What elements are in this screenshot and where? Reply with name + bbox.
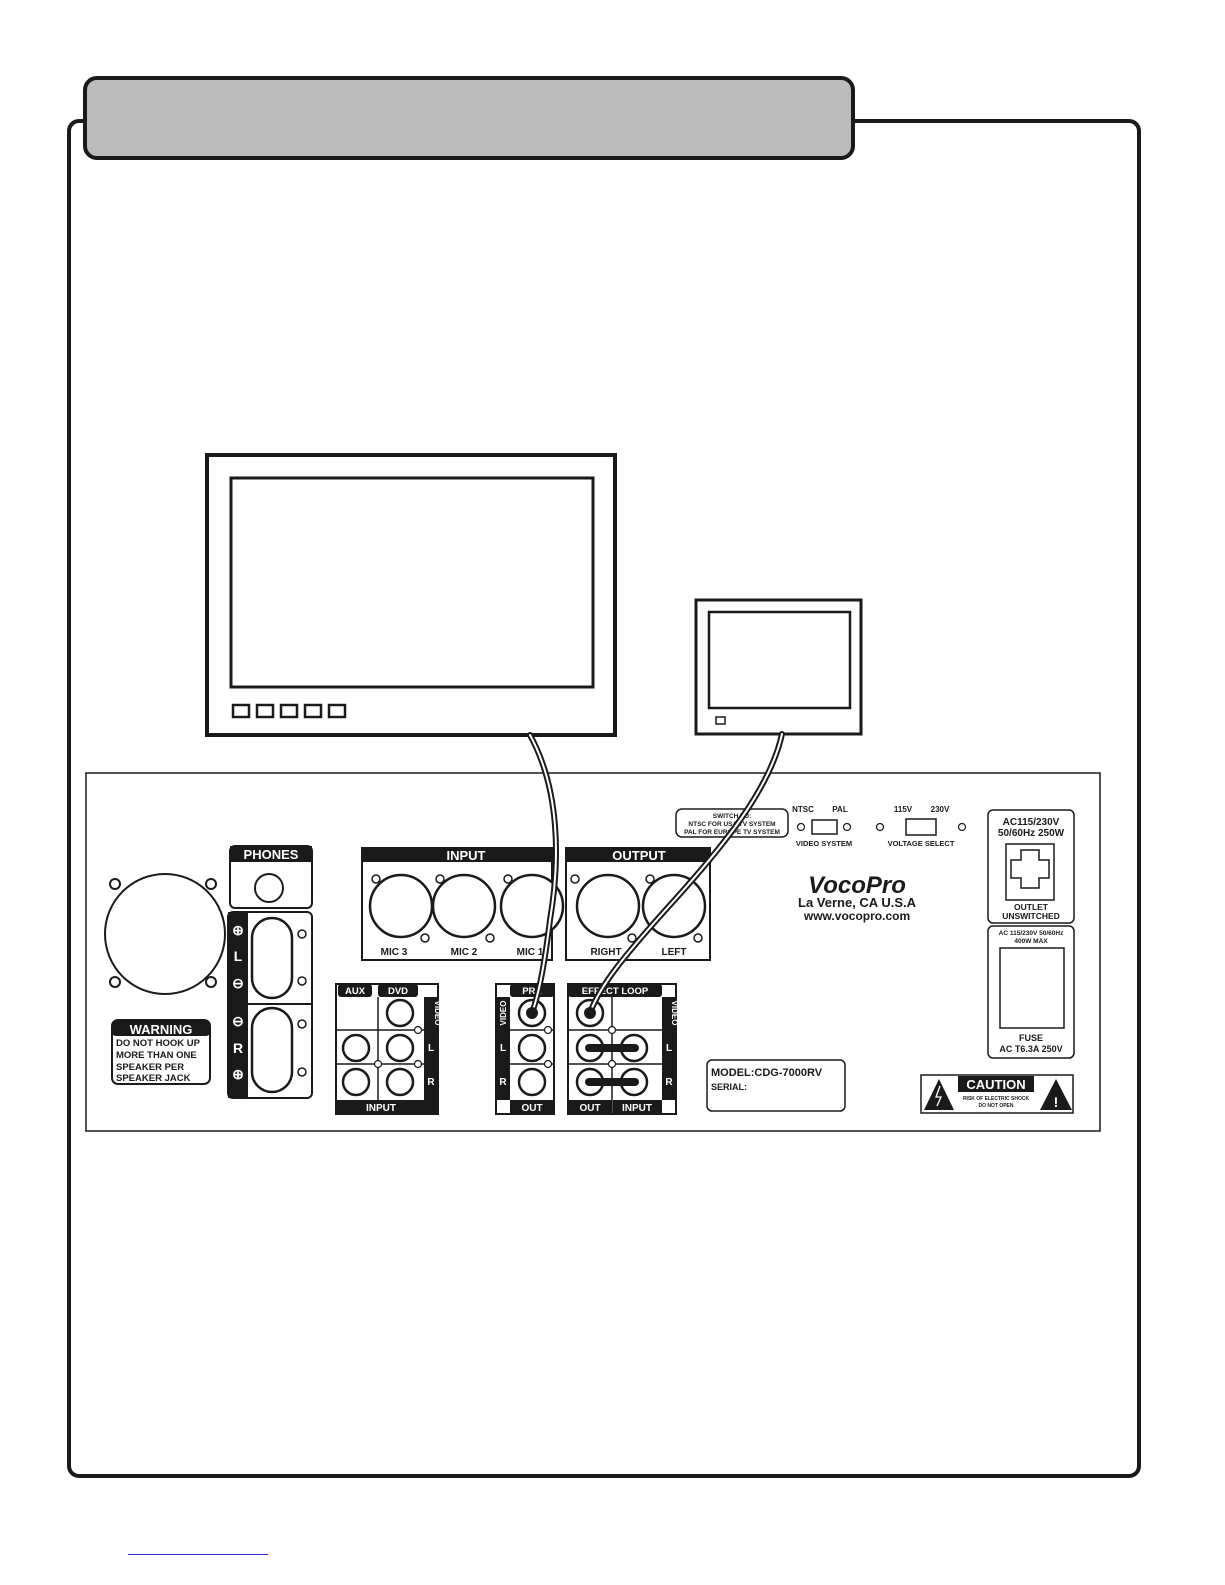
section-header-tab xyxy=(83,76,855,160)
mic1-label: MIC 1 xyxy=(517,947,544,958)
fx-video-label: VIDEO xyxy=(670,1001,679,1026)
rca-plug-fx-video xyxy=(584,1007,596,1019)
mic2-label: MIC 2 xyxy=(451,947,478,958)
pre-r-label: R xyxy=(499,1077,507,1088)
mic-input-title: INPUT xyxy=(447,848,486,863)
serial-label: SERIAL: xyxy=(711,1082,747,1092)
mic3-label: MIC 3 xyxy=(381,947,408,958)
pre-out-label: OUT xyxy=(521,1103,542,1114)
v230-label: 230V xyxy=(931,805,950,814)
fuse-inlet[interactable]: AC 115/230V 50/60Hz 400W MAX FUSE AC T6.… xyxy=(987,925,1075,1059)
electric-shock-warning-icon xyxy=(924,1079,954,1110)
outlet-label-line1: OUTLET xyxy=(1014,902,1049,912)
fx-out-label: OUT xyxy=(579,1103,600,1114)
brand-location: La Verne, CA U.S.A xyxy=(798,895,917,910)
plus-sign: ⊕ xyxy=(232,922,244,938)
warning-line: SPEAKER JACK xyxy=(116,1073,191,1084)
pre-out-title: PRE xyxy=(522,986,542,997)
effect-loop-title: EFFECT LOOP xyxy=(582,986,649,997)
fx-input-label: INPUT xyxy=(622,1103,652,1114)
effect-loop-block[interactable]: EFFECT LOOP VIDEO L R OUT INPUT xyxy=(567,983,679,1115)
outlet-label-line2: UNSWITCHED xyxy=(1002,911,1060,921)
brand-block: VocoPro La Verne, CA U.S.A www.vocopro.c… xyxy=(798,872,917,923)
output-right-label: RIGHT xyxy=(590,947,621,958)
plus-sign: ⊕ xyxy=(232,1066,244,1082)
video-cable-large-tv-inner xyxy=(529,734,557,1014)
minus-sign: ⊖ xyxy=(232,975,244,991)
small-monitor xyxy=(694,598,863,736)
speaker-terminals[interactable]: ⊕ L ⊖ ⊖ R ⊕ xyxy=(227,911,313,1099)
aux-label: AUX xyxy=(345,986,366,997)
warning-line: MORE THAN ONE xyxy=(116,1050,197,1061)
caution-label: CAUTION RISK OF ELECTRIC SHOCK DO NOT OP… xyxy=(920,1074,1074,1114)
caution-line1: RISK OF ELECTRIC SHOCK xyxy=(963,1096,1030,1102)
tv-buttons xyxy=(231,703,347,719)
outlet-rating-line1: AC115/230V xyxy=(1003,817,1060,828)
voltage-select-switch[interactable]: 115V 230V VOLTAGE SELECT xyxy=(875,805,967,848)
warning-label: WARNING DO NOT HOOK UP MORE THAN ONE SPE… xyxy=(111,1019,211,1085)
warning-line: DO NOT HOOK UP xyxy=(116,1038,201,1049)
caution-exclamation: ! xyxy=(1054,1094,1059,1110)
ntsc-label: NTSC xyxy=(792,805,814,814)
fuse-label-line1: FUSE xyxy=(1019,1033,1043,1043)
av-l-label: L xyxy=(428,1043,434,1054)
caution-title: CAUTION xyxy=(966,1077,1025,1092)
pal-label: PAL xyxy=(832,805,848,814)
output-left-label: LEFT xyxy=(662,947,687,958)
phones-jack-block[interactable]: PHONES xyxy=(229,845,313,909)
large-tv-monitor xyxy=(205,453,617,737)
minus-sign: ⊖ xyxy=(232,1013,244,1029)
speaker-left-label: L xyxy=(234,948,243,964)
ac-outlet[interactable]: AC115/230V 50/60Hz 250W OUTLET UNSWITCHE… xyxy=(987,809,1075,924)
speaker-right-label: R xyxy=(233,1040,243,1056)
line-output-title: OUTPUT xyxy=(612,848,666,863)
pre-video-label: VIDEO xyxy=(499,1001,508,1026)
av-video-label: VIDEO xyxy=(433,1001,442,1026)
warning-line: SPEAKER PER xyxy=(116,1062,184,1073)
video-system-switch[interactable]: NTSC PAL VIDEO SYSTEM xyxy=(792,805,852,848)
v115-label: 115V xyxy=(894,805,913,814)
fan-vent xyxy=(104,873,226,995)
video-cable-small-monitor-inner xyxy=(589,733,783,1014)
brand-url: www.vocopro.com xyxy=(803,909,910,923)
fx-r-label: R xyxy=(665,1077,673,1088)
switch-note-line: NTSC FOR USA TV SYSTEM xyxy=(688,821,775,828)
voltage-select-label: VOLTAGE SELECT xyxy=(888,839,955,848)
fuse-rating-line2: 400W MAX xyxy=(1014,938,1048,945)
dvd-label: DVD xyxy=(388,986,408,997)
vocopro-logo: VocoPro xyxy=(808,872,906,899)
warning-title: WARNING xyxy=(130,1022,193,1037)
av-input-block[interactable]: AUX DVD VIDEO L R INPUT xyxy=(335,983,442,1115)
exclamation-warning-icon xyxy=(1040,1079,1072,1110)
footer-rule xyxy=(128,1554,268,1555)
av-input-label: INPUT xyxy=(366,1103,396,1114)
pre-out-block[interactable]: PRE VIDEO L R OUT xyxy=(495,983,555,1115)
video-system-label: VIDEO SYSTEM xyxy=(796,839,852,848)
switch-note-line: SWITCH TO: xyxy=(713,813,752,820)
av-r-label: R xyxy=(427,1077,435,1088)
model-number: MODEL:CDG-7000RV xyxy=(711,1067,823,1079)
fuse-rating-line1: AC 115/230V 50/60Hz xyxy=(999,930,1064,937)
fuse-label-line2: AC T6.3A 250V xyxy=(999,1044,1062,1054)
phones-label: PHONES xyxy=(244,847,299,862)
caution-line2: DO NOT OPEN xyxy=(978,1103,1013,1109)
pre-l-label: L xyxy=(500,1043,506,1054)
rca-plug-pre-video xyxy=(526,1007,538,1019)
mic-input-block[interactable]: INPUT MIC 3 MIC 2 MIC 1 xyxy=(361,847,565,961)
fx-l-label: L xyxy=(666,1043,672,1054)
outlet-rating-line2: 50/60Hz 250W xyxy=(998,828,1065,839)
model-label: MODEL:CDG-7000RV SERIAL: xyxy=(706,1059,846,1112)
